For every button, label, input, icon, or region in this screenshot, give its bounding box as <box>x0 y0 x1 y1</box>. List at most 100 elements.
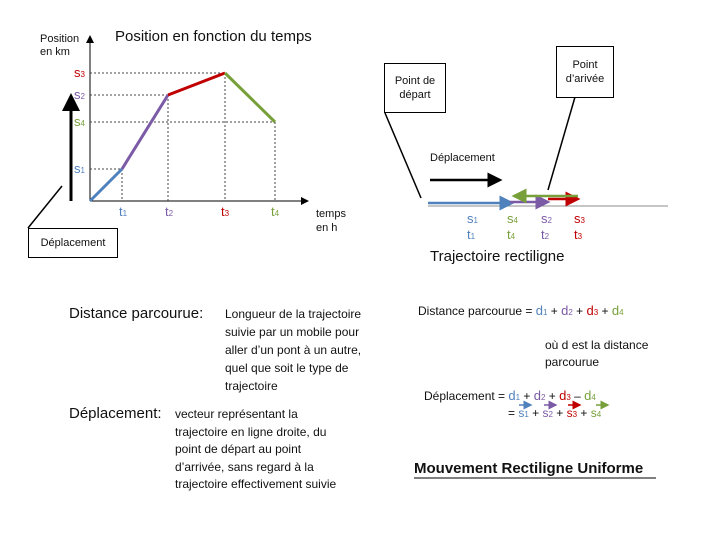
distance-definition: Longueur de la trajectoire suivie par un… <box>225 307 362 393</box>
traj-t-symbol-base: t <box>574 227 578 242</box>
d-term-base: d <box>533 388 541 403</box>
x-tick-t2: t2 <box>165 203 173 221</box>
traj-s-symbol-base: s <box>541 211 548 226</box>
s-vector-term: s2 <box>543 406 553 420</box>
deplacement-vector-formula: = s1 + s2 + s3 + s4 <box>508 406 601 420</box>
deplacement-formula-terms: d1 + d2 + d3 – d4 <box>508 388 596 403</box>
plus-sign: + <box>572 304 587 318</box>
callout-line-arrivee <box>547 96 576 191</box>
traj-t-symbol: t2 <box>541 227 549 242</box>
y-tick-symbol-base: s <box>74 161 81 176</box>
d-term-sub: 1 <box>515 393 521 402</box>
callout-line-left <box>27 185 63 229</box>
traj-s-symbol-sub: 4 <box>513 216 518 225</box>
x-tick-symbol-sub: 3 <box>224 209 230 218</box>
deplacement-formula: Déplacement = d1 + d2 + d3 – d4 <box>424 388 596 403</box>
y-tick-s1: s1 <box>74 160 85 178</box>
x-tick-symbol: t2 <box>165 204 173 219</box>
y-tick-symbol: s1 <box>74 161 85 176</box>
d-term: d3 <box>559 388 571 403</box>
heading-mru: Mouvement Rectiligne Uniforme <box>414 460 644 477</box>
x-tick-symbol: t3 <box>221 204 229 219</box>
y-tick-s4: s4 <box>74 113 85 131</box>
traj-t-symbol: t3 <box>574 227 582 242</box>
x-tick-symbol-sub: 4 <box>274 209 280 218</box>
y-tick-symbol: s2 <box>74 87 85 102</box>
d-term-base: d <box>584 388 592 403</box>
traj-s4: s4 <box>507 210 518 228</box>
point-arrivee-box: Point d’arivée <box>556 46 614 98</box>
traj-s3: s3 <box>574 210 585 228</box>
d-term-sub: 3 <box>593 308 599 317</box>
segment-3 <box>167 71 226 97</box>
s-vector-term-base: s <box>518 406 525 420</box>
traj-t-symbol-sub: 4 <box>510 232 516 241</box>
y-tick-symbol: s3 <box>74 65 85 80</box>
x-axis-label: temps en h <box>316 208 346 234</box>
traj-s-symbol: s2 <box>541 211 552 226</box>
distance-note: où d est la distance parcourue <box>545 338 649 369</box>
distance-formula-terms: d1 + d2 + d3 + d4 <box>536 303 624 318</box>
graph-title: Position en fonction du temps <box>115 28 312 45</box>
traj-t-symbol-base: t <box>507 227 511 242</box>
plus-sign: + <box>545 389 560 403</box>
traj-s-symbol: s3 <box>574 211 585 226</box>
traj-s2: s2 <box>541 210 552 228</box>
vector-formula-terms: s1 + s2 + s3 + s4 <box>518 406 601 420</box>
d-term-sub: 4 <box>591 393 596 402</box>
x-tick-symbol-base: t <box>271 204 275 219</box>
traj-t3: t3 <box>574 226 582 244</box>
traj-t-symbol-sub: 1 <box>470 232 476 241</box>
distance-term: Distance parcourue: <box>69 305 204 322</box>
plus-sign: + <box>577 406 591 420</box>
y-tick-symbol-sub: 4 <box>80 119 85 128</box>
guide-lines <box>90 72 276 201</box>
x-tick-t4: t4 <box>271 203 279 221</box>
x-tick-symbol-base: t <box>221 204 225 219</box>
d-term: d4 <box>612 303 624 318</box>
deplacement-term: Déplacement: <box>69 405 162 422</box>
y-tick-s3: s3 <box>74 64 85 82</box>
d-term: d1 <box>508 388 520 403</box>
d-term: d2 <box>534 388 546 403</box>
traj-t1: t1 <box>467 226 475 244</box>
traj-s-symbol-base: s <box>507 211 514 226</box>
s-vector-term-sub: 1 <box>524 410 529 419</box>
segment-4 <box>223 71 277 124</box>
traj-t-symbol-sub: 2 <box>544 232 550 241</box>
plus-sign: + <box>598 304 612 318</box>
d-term-sub: 1 <box>542 308 548 317</box>
y-tick-symbol-base: s <box>74 87 81 102</box>
y-tick-symbol-base: s <box>74 65 81 80</box>
s-vector-term: s4 <box>591 406 601 420</box>
callout-line-depart <box>384 112 422 199</box>
traj-s-symbol-sub: 1 <box>473 216 478 225</box>
distance-formula-prefix: Distance parcourue = <box>418 304 533 318</box>
s-vector-term-sub: 2 <box>548 410 553 419</box>
x-tick-t1: t1 <box>119 203 127 221</box>
traj-t-symbol-base: t <box>541 227 545 242</box>
traj-s-symbol: s4 <box>507 211 518 226</box>
x-tick-symbol-base: t <box>165 204 169 219</box>
d-term: d4 <box>584 388 596 403</box>
s-vector-term: s3 <box>567 406 577 420</box>
d-term: d2 <box>561 303 573 318</box>
equals-sign: = <box>508 406 516 420</box>
x-tick-symbol: t4 <box>271 204 279 219</box>
d-term-sub: 3 <box>566 393 571 402</box>
y-tick-symbol: s4 <box>74 114 85 129</box>
segment-1 <box>88 167 124 203</box>
x-tick-t3: t3 <box>221 203 229 221</box>
x-tick-symbol-sub: 2 <box>168 209 174 218</box>
deplacement-box: Déplacement <box>28 228 118 258</box>
d-term: d3 <box>587 303 599 318</box>
d-term-base: d <box>586 303 594 318</box>
traj-s1: s1 <box>467 210 478 228</box>
plus-sign: + <box>552 406 567 420</box>
s-vector-term-sub: 3 <box>572 410 578 419</box>
y-tick-symbol-sub: 1 <box>80 166 85 175</box>
d-term-base: d <box>561 303 569 318</box>
deplacement-definition: vecteur représentant la trajectoire en l… <box>175 407 337 491</box>
d-term: d1 <box>536 303 548 318</box>
